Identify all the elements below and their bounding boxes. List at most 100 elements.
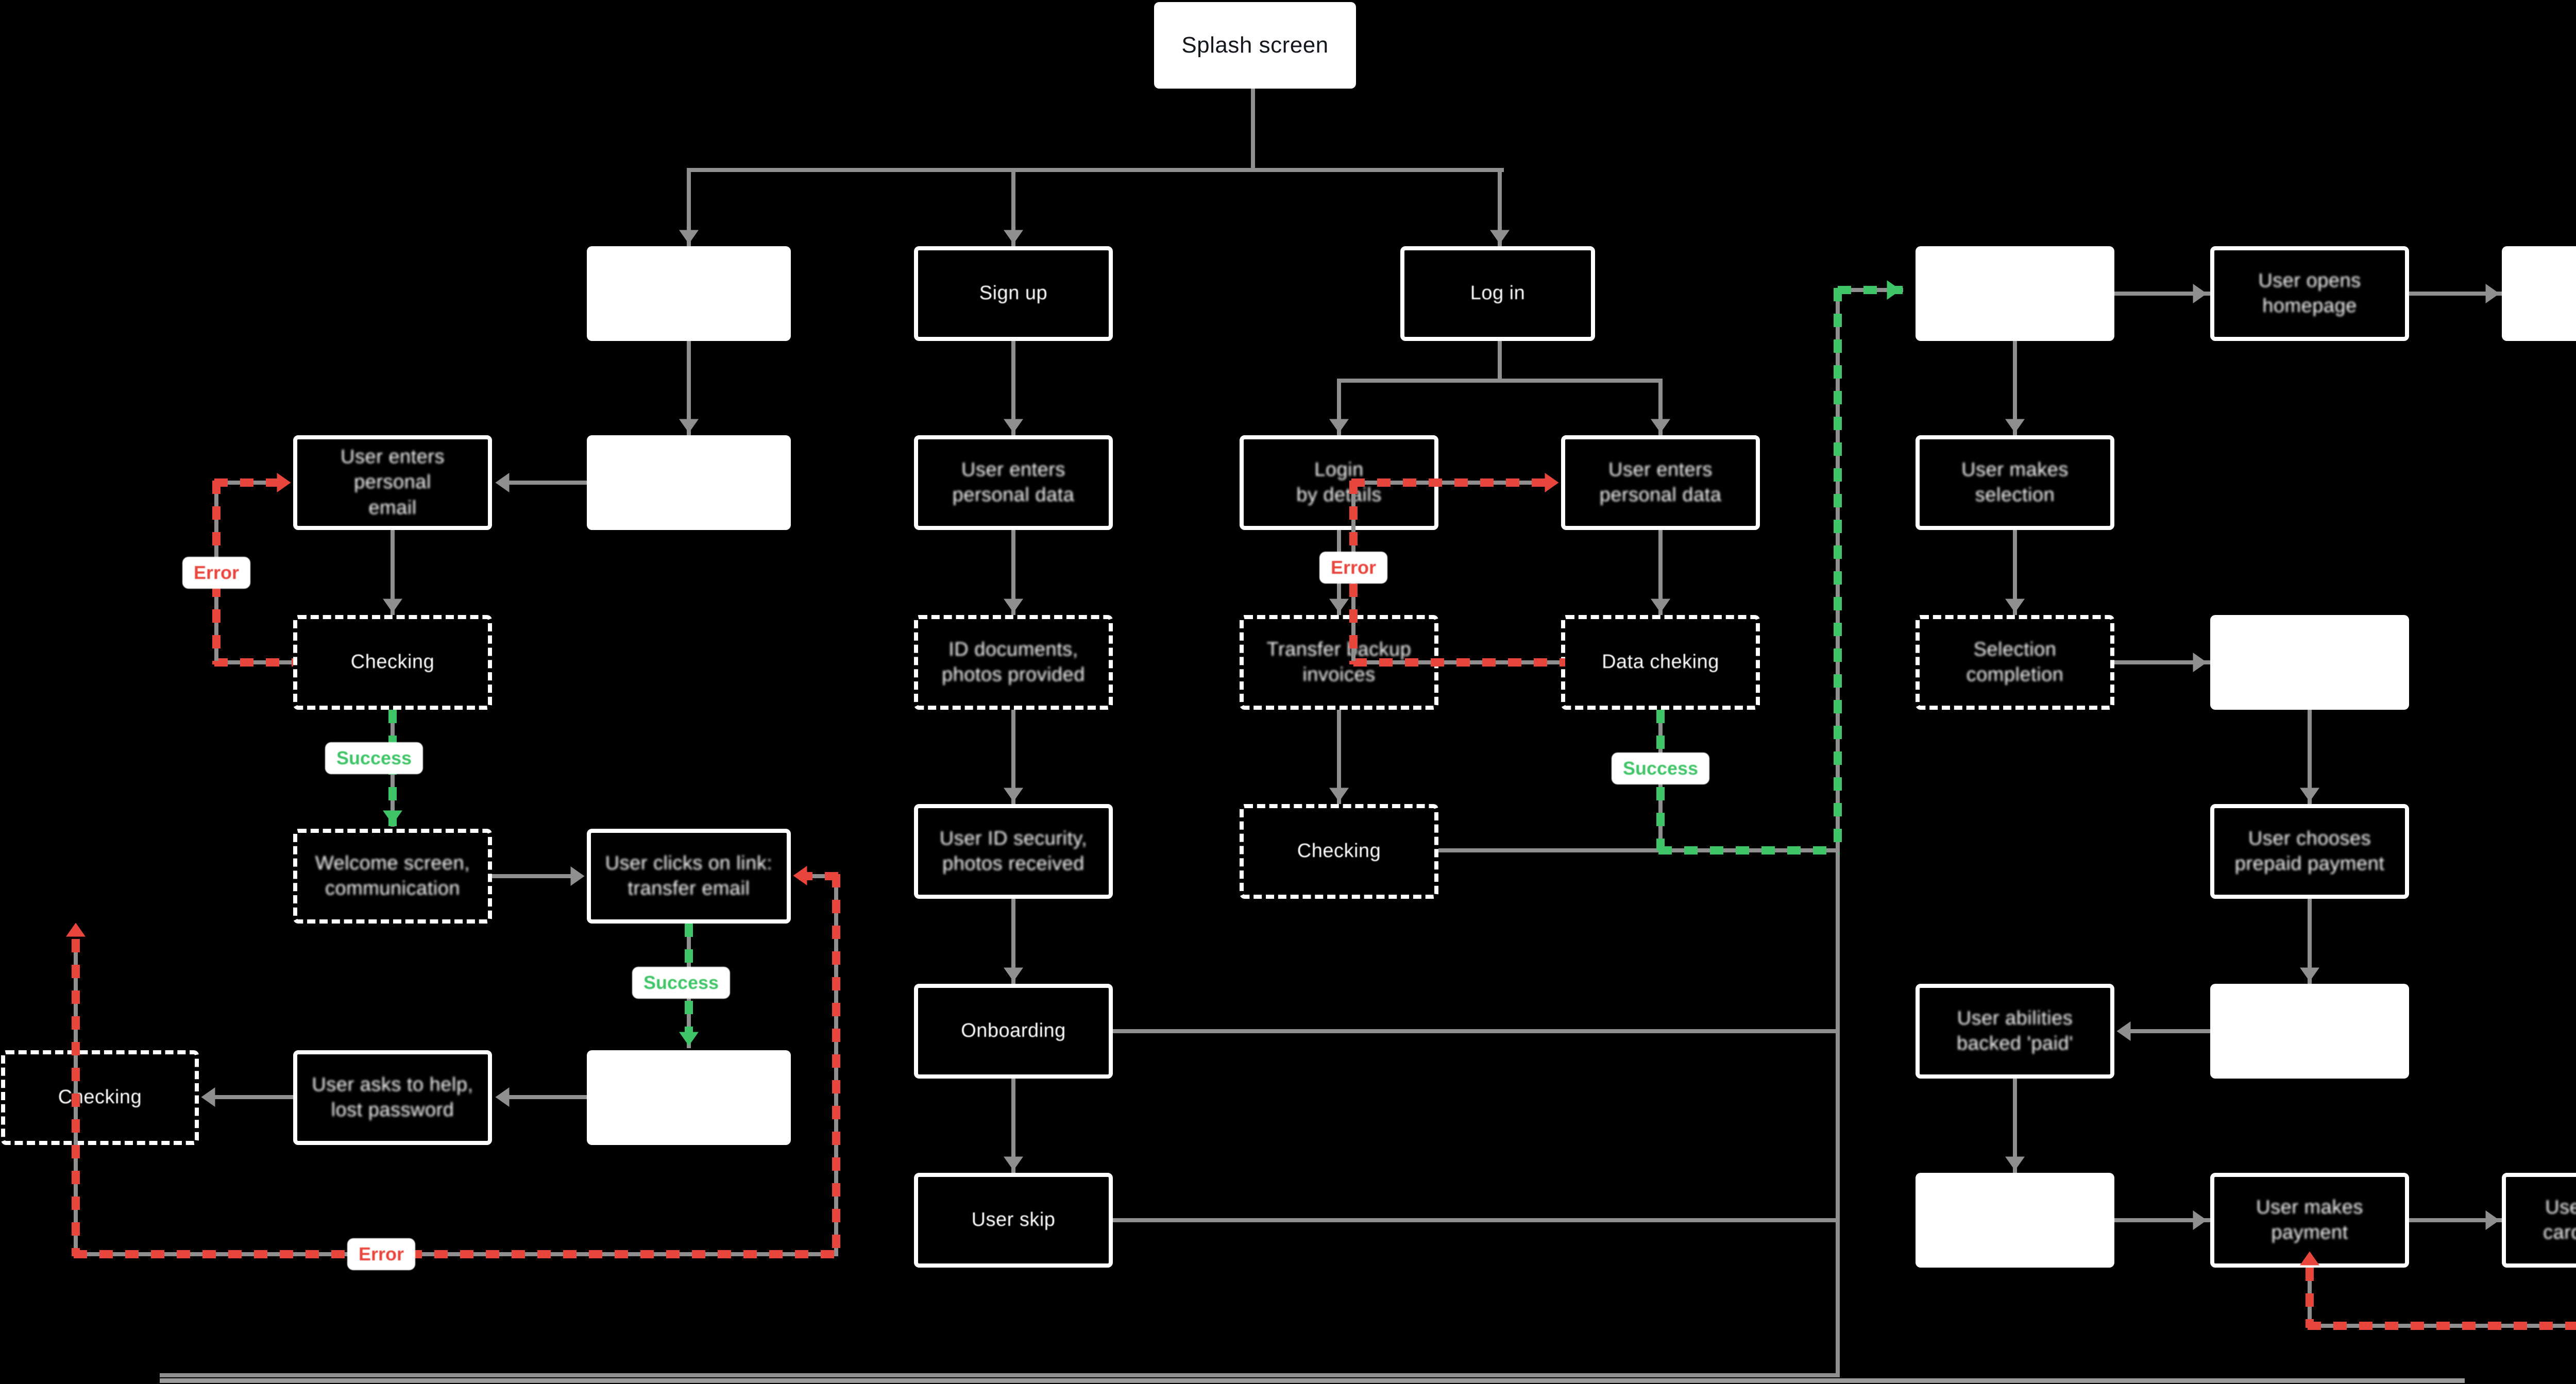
node-welcome-screen[interactable]: Welcome screen, communication	[293, 829, 492, 924]
arrowhead-right	[2485, 284, 2500, 303]
edge-label-success[interactable]: Success	[1611, 753, 1710, 784]
arrowhead-right	[570, 866, 585, 886]
node-label: User enters personal data	[952, 458, 1075, 506]
arrowhead-down	[2005, 419, 2025, 433]
node-splash[interactable]: Splash screen	[1154, 2, 1356, 89]
node-blank-offer[interactable]	[2210, 615, 2409, 710]
connector-line	[687, 168, 1504, 172]
node-lost-password[interactable]: User asks to help, lost password	[293, 1050, 492, 1145]
arrowhead-down	[1004, 419, 1023, 433]
node-label: Splash screen	[1181, 32, 1329, 58]
node-enter-email[interactable]: User enters personal email	[293, 435, 492, 530]
node-label: Transfer backup invoices	[1266, 638, 1412, 686]
connector-line	[2308, 710, 2312, 804]
connector-line	[492, 874, 579, 878]
connector-success-line	[1834, 288, 1842, 852]
connector-line	[160, 1373, 1840, 1377]
arrowhead-right	[1887, 280, 1901, 300]
node-blank-main-1[interactable]	[1916, 246, 2114, 341]
edge-label-success[interactable]: Success	[632, 967, 731, 999]
connector-line	[2013, 530, 2017, 615]
arrowhead-right	[2193, 284, 2207, 303]
node-blank-reset[interactable]	[587, 1050, 791, 1145]
arrowhead-down	[1490, 230, 1510, 244]
connector-error-line	[74, 1250, 838, 1258]
connector-line	[2114, 660, 2210, 664]
connector-line	[209, 1095, 293, 1099]
node-blank-main-2[interactable]	[2502, 246, 2576, 341]
connector-line	[1337, 379, 1341, 435]
connector-line	[1011, 1079, 1015, 1173]
node-user-skip[interactable]: User skip	[914, 1173, 1113, 1268]
connector-error-line	[2308, 1322, 2576, 1330]
connector-dash-overlay	[799, 872, 838, 880]
connector-line	[160, 1378, 2465, 1383]
arrowhead-right	[2485, 1210, 2500, 1230]
node-onboarding[interactable]: Onboarding	[914, 984, 1113, 1079]
connector-line	[1113, 1218, 1838, 1222]
connector-error-line	[799, 872, 838, 880]
node-data-checking[interactable]: Data cheking	[1561, 615, 1760, 710]
connector-line	[2125, 1029, 2210, 1033]
connector-dash-overlay	[2306, 1268, 2314, 1328]
node-label: Checking	[1297, 840, 1381, 862]
connector-error-line	[1351, 479, 1553, 487]
node-login[interactable]: Log in	[1400, 246, 1595, 341]
node-checking-reset[interactable]: Checking	[1, 1050, 199, 1145]
node-prepaid-payment[interactable]: User chooses prepaid payment	[2210, 804, 2409, 899]
node-signup[interactable]: Sign up	[914, 246, 1113, 341]
connector-line	[1011, 710, 1015, 804]
arrowhead-left	[495, 1087, 510, 1107]
node-checking-login[interactable]: Checking	[1240, 804, 1438, 899]
node-label: User skip	[971, 1209, 1056, 1231]
connector-error-line	[214, 658, 293, 667]
node-signup-personal-data[interactable]: User enters personal data	[914, 435, 1113, 530]
node-selection-completion[interactable]: Selection completion	[1916, 615, 2114, 710]
edge-label-error[interactable]: Error	[182, 557, 251, 589]
connector-line	[1658, 530, 1663, 615]
node-user-selection[interactable]: User makes selection	[1916, 435, 2114, 530]
arrowhead-up	[2300, 1251, 2319, 1266]
node-label: Data cheking	[1602, 651, 1719, 673]
node-label: User verifies card and pay	[2543, 1196, 2576, 1243]
edge-label-error[interactable]: Error	[347, 1238, 416, 1270]
node-label: Selection completion	[1966, 638, 2064, 686]
node-blank-intro[interactable]	[587, 246, 791, 341]
node-login-personal-data[interactable]: User enters personal data	[1561, 435, 1760, 530]
arrowhead-left	[793, 866, 807, 885]
connector-line	[1498, 341, 1502, 381]
connector-error-line	[832, 874, 840, 1256]
arrowhead-left	[2116, 1021, 2131, 1041]
node-opens-homepage[interactable]: User opens homepage	[2210, 246, 2409, 341]
arrowhead-down	[679, 230, 699, 244]
connector-line	[1011, 530, 1015, 615]
node-id-security[interactable]: User ID security, photos received	[914, 804, 1113, 899]
node-abilities-paid[interactable]: User abilities backed 'paid'	[1916, 984, 2114, 1079]
edge-label-error[interactable]: Error	[1319, 552, 1388, 584]
connector-line	[1498, 170, 1502, 246]
node-blank-email-screen[interactable]	[587, 435, 791, 530]
arrowhead-down	[1004, 230, 1023, 244]
arrowhead-down	[2005, 1156, 2025, 1171]
node-blank-checkout[interactable]	[1916, 1173, 2114, 1268]
connector-line	[2308, 899, 2312, 984]
node-id-documents[interactable]: ID documents, photos provided	[914, 615, 1113, 710]
connector-line	[687, 341, 691, 435]
edge-label-success[interactable]: Success	[325, 742, 423, 774]
node-link-transfer[interactable]: User clicks on link: transfer email	[587, 829, 791, 924]
arrowhead-down	[1329, 599, 1349, 613]
node-label: Checking	[58, 1086, 142, 1108]
arrowhead-down	[1004, 967, 1023, 982]
arrowhead-right	[1545, 473, 1559, 492]
node-transfer-backup[interactable]: Transfer backup invoices	[1240, 615, 1438, 710]
node-blank-cart[interactable]	[2210, 984, 2409, 1079]
connector-line	[2114, 1218, 2210, 1222]
connector-dash-overlay	[1658, 846, 1840, 855]
arrowhead-up	[66, 922, 86, 937]
arrowhead-down	[1651, 599, 1670, 613]
connector-dash-overlay	[2308, 1322, 2576, 1330]
connector-success-line	[1838, 286, 1903, 294]
node-verifies-card[interactable]: User verifies card and pay	[2502, 1173, 2576, 1268]
node-checking-email[interactable]: Checking	[293, 615, 492, 710]
